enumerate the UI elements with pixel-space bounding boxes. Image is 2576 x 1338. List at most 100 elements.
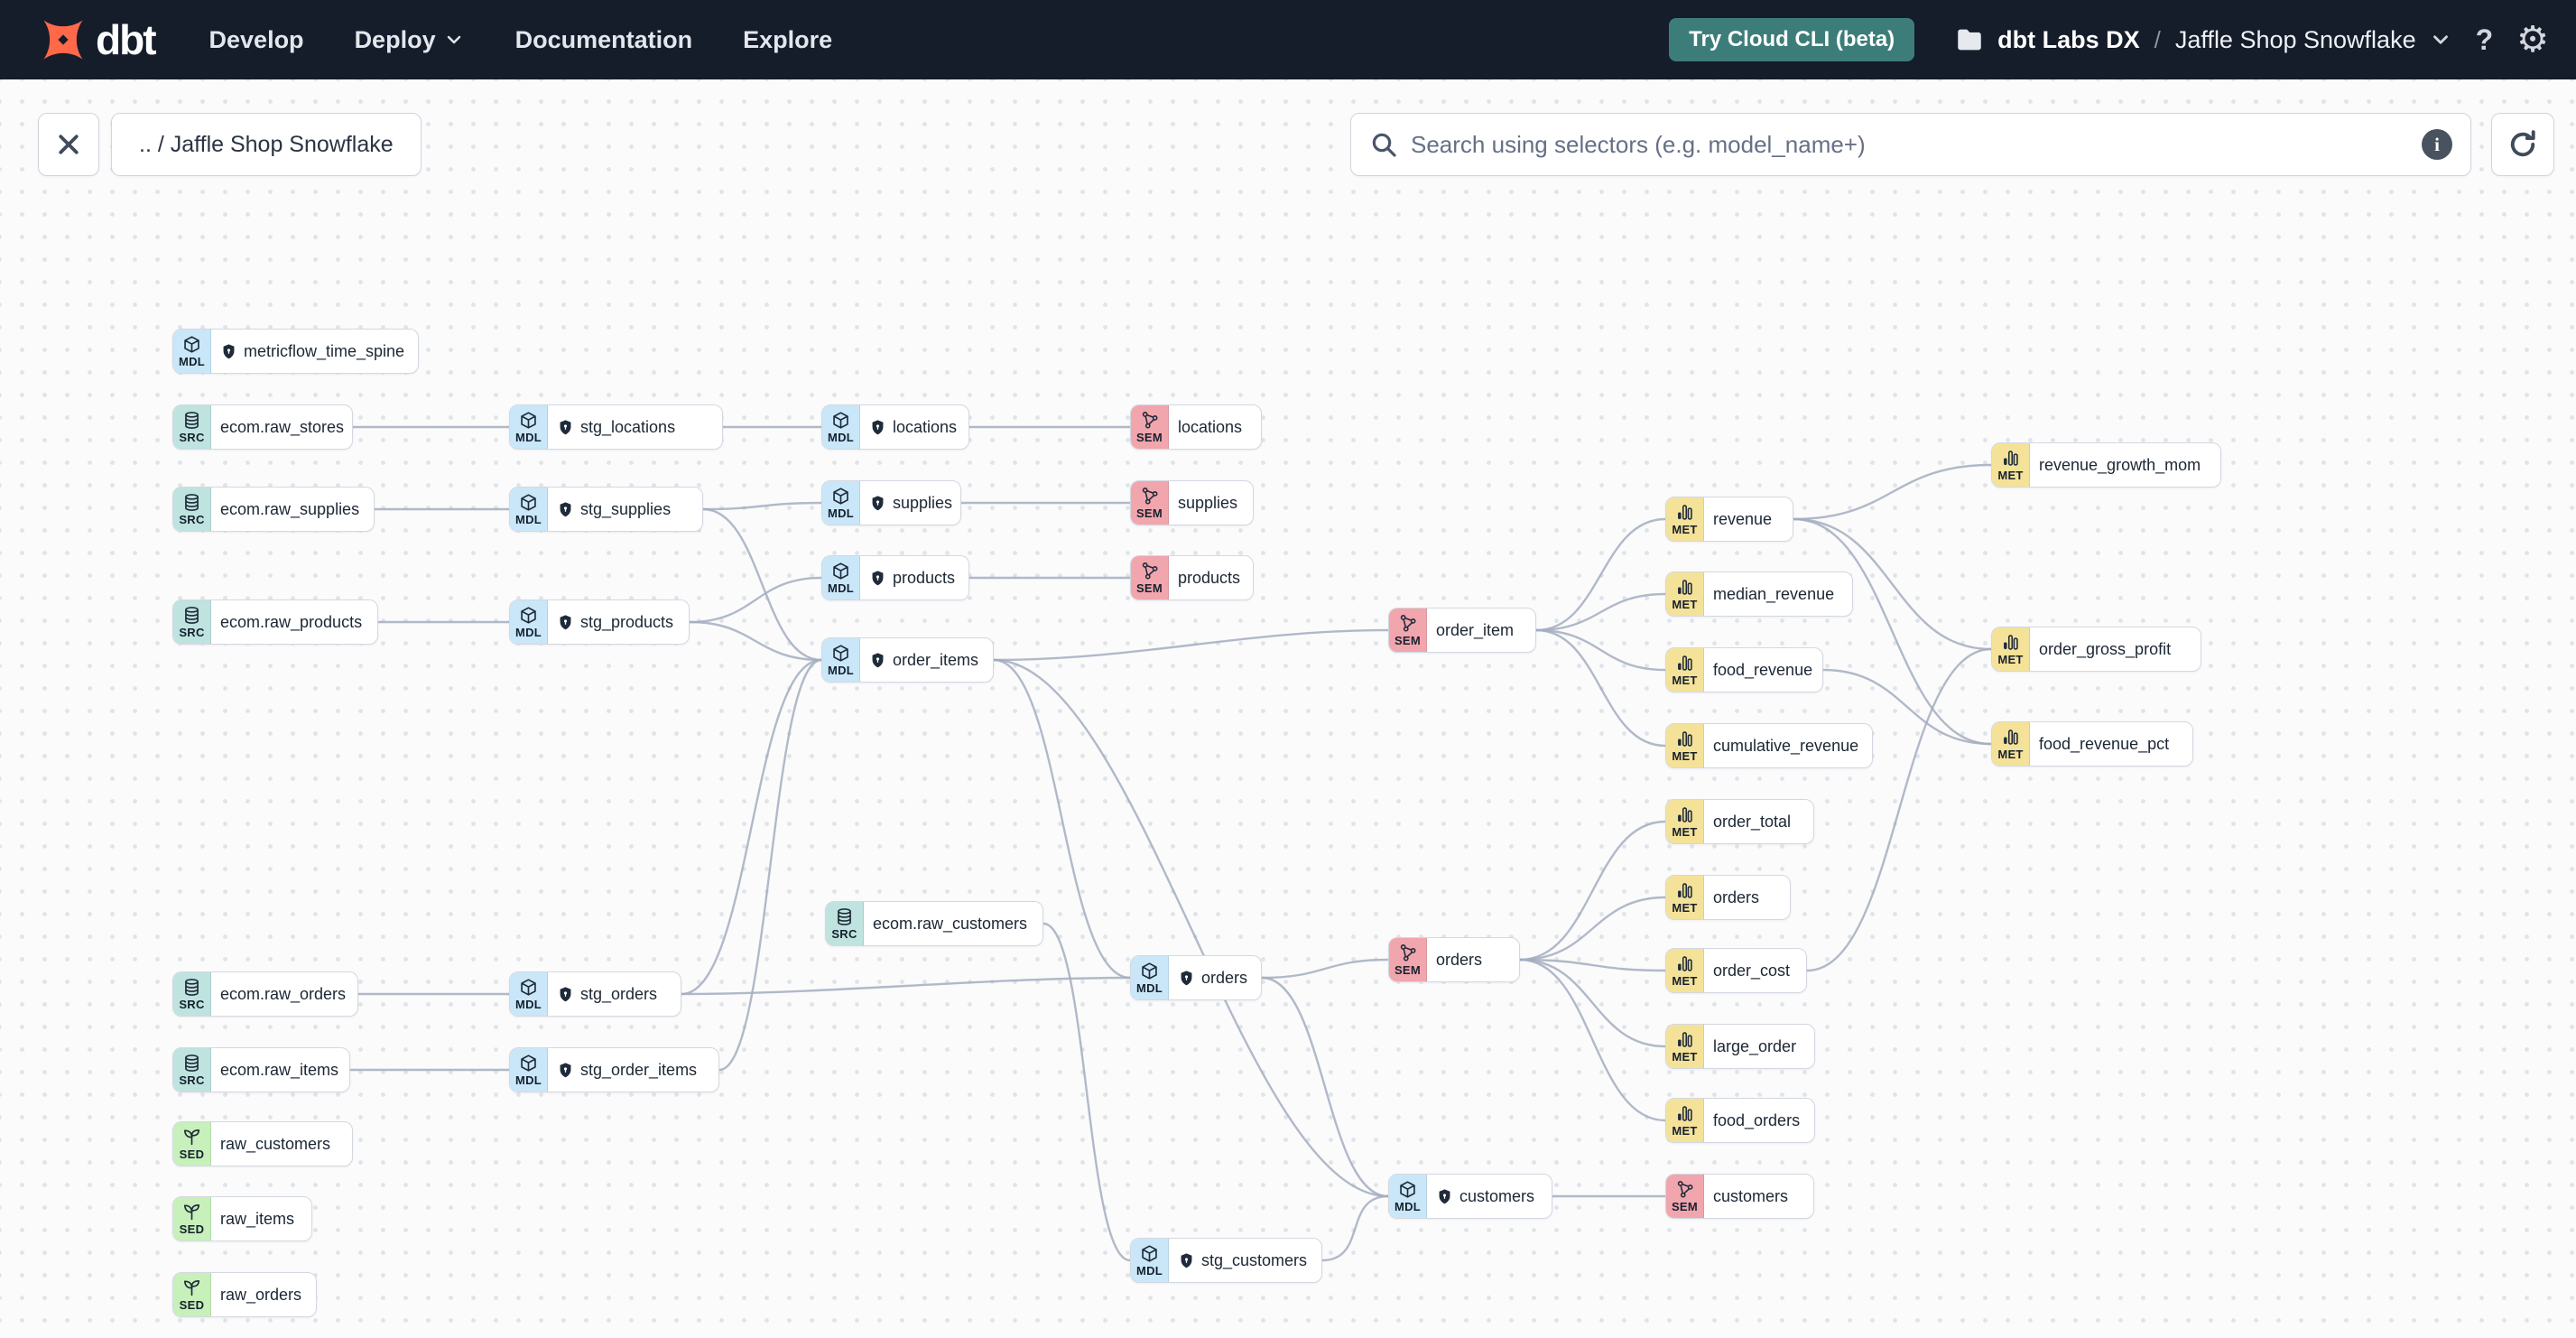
database-icon (182, 493, 201, 512)
lineage-canvas[interactable] (0, 79, 2576, 1338)
refresh-button[interactable] (2491, 113, 2554, 176)
bar-chart-icon (2001, 449, 2020, 468)
project-selector[interactable]: dbt Labs DX / Jaffle Shop Snowflake (1954, 24, 2451, 55)
share-network-icon (1675, 1180, 1694, 1199)
cube-icon (831, 411, 850, 430)
node-label: customers (1459, 1186, 1535, 1205)
contract-shield-icon (869, 419, 886, 436)
bar-chart-icon (1675, 881, 1694, 900)
node-type-badge-sem: SEM (1389, 609, 1427, 652)
node-type-badge-sem: SEM (1666, 1175, 1704, 1218)
node-type-badge-mdl: MDL (822, 481, 860, 525)
node-body: raw_customers (211, 1122, 352, 1166)
bar-chart-icon (1675, 954, 1694, 973)
node-label: food_revenue (1713, 660, 1813, 679)
info-icon[interactable]: i (2422, 129, 2452, 160)
node-body: ecom.raw_products (211, 600, 377, 644)
node-type-label: MET (1672, 1123, 1698, 1138)
node-type-label: MET (1672, 522, 1698, 536)
share-network-icon (1398, 943, 1417, 962)
node-type-badge-src: SRC (826, 902, 864, 945)
node-label: revenue_growth_mom (2039, 455, 2201, 474)
nav-item-documentation[interactable]: Documentation (515, 26, 693, 54)
breadcrumb-label: .. / Jaffle Shop Snowflake (139, 131, 394, 157)
nav-item-deploy[interactable]: Deploy (355, 26, 465, 54)
nav-item-develop[interactable]: Develop (209, 26, 304, 54)
folder-icon (1958, 29, 1981, 51)
try-cloud-cli-button[interactable]: Try Cloud CLI (beta) (1669, 18, 1915, 61)
search-input[interactable] (1411, 130, 2422, 159)
breadcrumb-separator: / (2154, 25, 2161, 53)
node-body: products (1169, 556, 1253, 599)
nav-item-explore[interactable]: Explore (743, 26, 832, 54)
node-type-label: MET (1997, 747, 2024, 761)
database-icon (182, 1054, 201, 1073)
account-name: dbt Labs DX (1997, 25, 2140, 53)
settings-gear-icon[interactable]: ⚙ (2516, 20, 2549, 60)
close-lineage-button[interactable] (38, 113, 99, 176)
cube-icon (182, 335, 201, 354)
node-type-badge-src: SRC (173, 600, 211, 644)
seedling-icon (182, 1203, 201, 1222)
node-body: ecom.raw_stores (211, 405, 352, 449)
help-icon[interactable]: ? (2475, 23, 2494, 56)
contract-shield-icon (557, 1062, 574, 1079)
breadcrumb[interactable]: .. / Jaffle Shop Snowflake (111, 113, 422, 176)
node-type-badge-mdl: MDL (510, 600, 548, 644)
contract-shield-icon (557, 986, 574, 1003)
node-type-badge-met: MET (1666, 497, 1704, 541)
node-type-label: MDL (827, 581, 855, 595)
dbt-logo[interactable]: dbt (40, 15, 157, 64)
node-type-badge-mdl: MDL (822, 638, 860, 682)
node-label: ecom.raw_items (220, 1060, 339, 1079)
contract-shield-icon (869, 652, 886, 669)
nav-item-label: Documentation (514, 25, 693, 53)
node-label: order_gross_profit (2039, 639, 2172, 658)
node-body: order_total (1704, 800, 1813, 843)
node-label: stg_locations (580, 417, 676, 436)
node-body: median_revenue (1704, 572, 1852, 616)
share-network-icon (1398, 614, 1417, 633)
node-type-label: MET (1672, 597, 1698, 611)
graph-node-median_revenue[interactable]: MET median_revenue (1665, 571, 1853, 617)
